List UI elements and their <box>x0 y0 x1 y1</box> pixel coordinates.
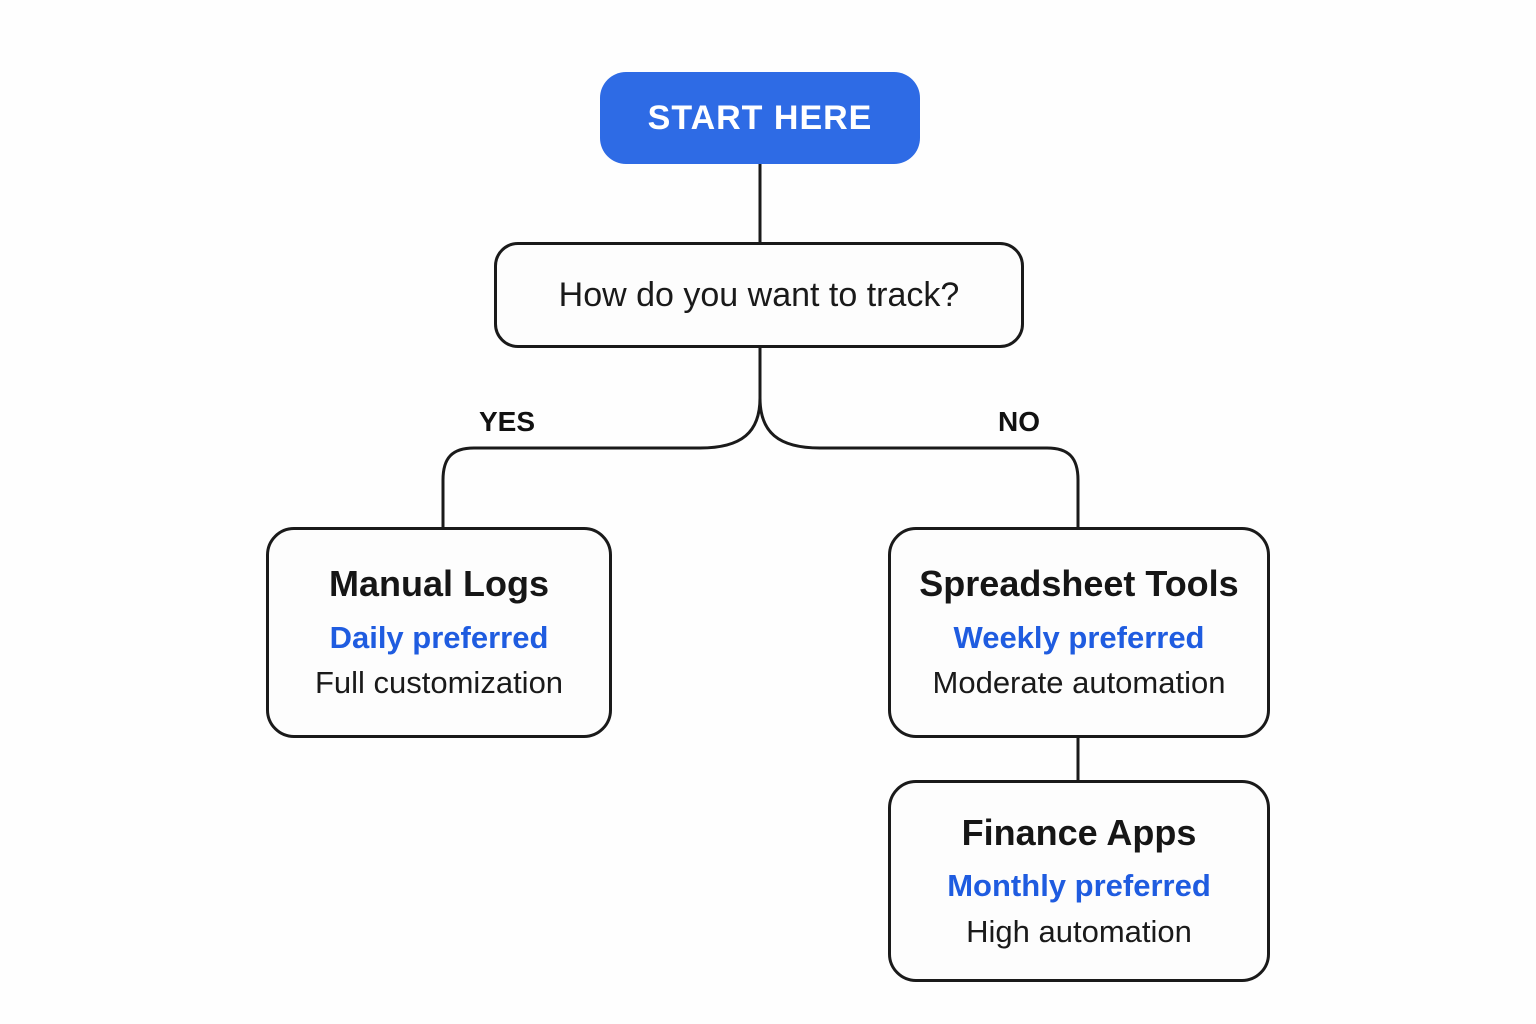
node-manual-logs-subtitle: Daily preferred <box>329 619 549 655</box>
node-spreadsheet-tools-detail: Moderate automation <box>932 665 1226 701</box>
node-manual-logs: Manual Logs Daily preferred Full customi… <box>266 527 612 738</box>
node-spreadsheet-tools-subtitle: Weekly preferred <box>953 619 1205 655</box>
node-spreadsheet-tools-title: Spreadsheet Tools <box>919 563 1239 605</box>
branch-label-yes: YES <box>478 406 536 437</box>
node-manual-logs-title: Manual Logs <box>328 563 549 605</box>
node-finance-apps-title: Finance Apps <box>961 811 1197 853</box>
node-finance-apps: Finance Apps Monthly preferred High auto… <box>888 780 1270 982</box>
node-spreadsheet-tools: Spreadsheet Tools Weekly preferred Moder… <box>888 527 1270 738</box>
node-finance-apps-subtitle: Monthly preferred <box>947 868 1211 904</box>
question-node: How do you want to track? <box>494 242 1024 348</box>
start-node-label: START HERE <box>647 98 873 137</box>
node-finance-apps-detail: High automation <box>966 913 1192 949</box>
branch-label-no: NO <box>998 406 1040 437</box>
node-manual-logs-detail: Full customization <box>314 665 564 701</box>
start-node: START HERE <box>600 72 920 164</box>
question-node-label: How do you want to track? <box>558 275 960 314</box>
